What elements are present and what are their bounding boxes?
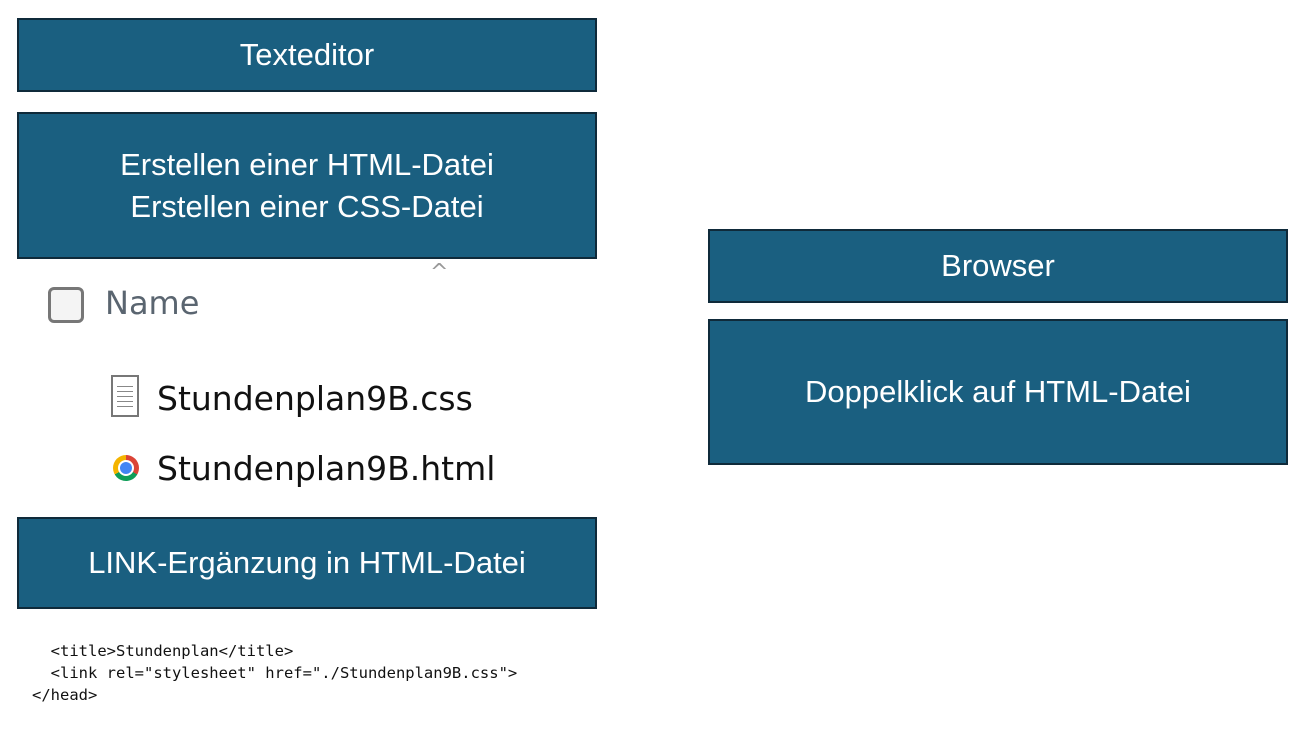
file-explorer-list: ^ Name Stundenplan9B.css Stundenplan9B.h… bbox=[17, 260, 597, 502]
chrome-icon bbox=[107, 445, 143, 491]
text-file-icon bbox=[107, 375, 143, 421]
code-line: <title>Stundenplan</title> bbox=[32, 642, 294, 660]
name-column-header[interactable]: Name bbox=[105, 284, 200, 322]
link-label: LINK-Ergänzung in HTML-Datei bbox=[88, 545, 526, 580]
file-item-html[interactable]: Stundenplan9B.html bbox=[107, 445, 495, 491]
link-box: LINK-Ergänzung in HTML-Datei bbox=[17, 517, 597, 609]
doubleclick-box: Doppelklick auf HTML-Datei bbox=[708, 319, 1288, 465]
browser-box: Browser bbox=[708, 229, 1288, 303]
file-item-css[interactable]: Stundenplan9B.css bbox=[107, 375, 473, 421]
texteditor-label: Texteditor bbox=[239, 37, 375, 72]
code-snippet: <title>Stundenplan</title> <link rel="st… bbox=[32, 640, 517, 706]
texteditor-box: Texteditor bbox=[17, 18, 597, 92]
browser-label: Browser bbox=[941, 248, 1055, 283]
create-files-box: Erstellen einer HTML-Datei Erstellen ein… bbox=[17, 112, 597, 259]
file-name: Stundenplan9B.html bbox=[157, 448, 496, 488]
doubleclick-label: Doppelklick auf HTML-Datei bbox=[805, 374, 1191, 409]
code-line: </head> bbox=[32, 686, 98, 704]
code-line: <link rel="stylesheet" href="./Stundenpl… bbox=[32, 664, 518, 682]
create-css-label: Erstellen einer CSS-Datei bbox=[130, 188, 484, 224]
select-all-checkbox[interactable] bbox=[48, 287, 84, 323]
sort-caret-icon[interactable]: ^ bbox=[430, 260, 449, 285]
create-html-label: Erstellen einer HTML-Datei bbox=[120, 146, 494, 182]
file-name: Stundenplan9B.css bbox=[157, 378, 473, 418]
